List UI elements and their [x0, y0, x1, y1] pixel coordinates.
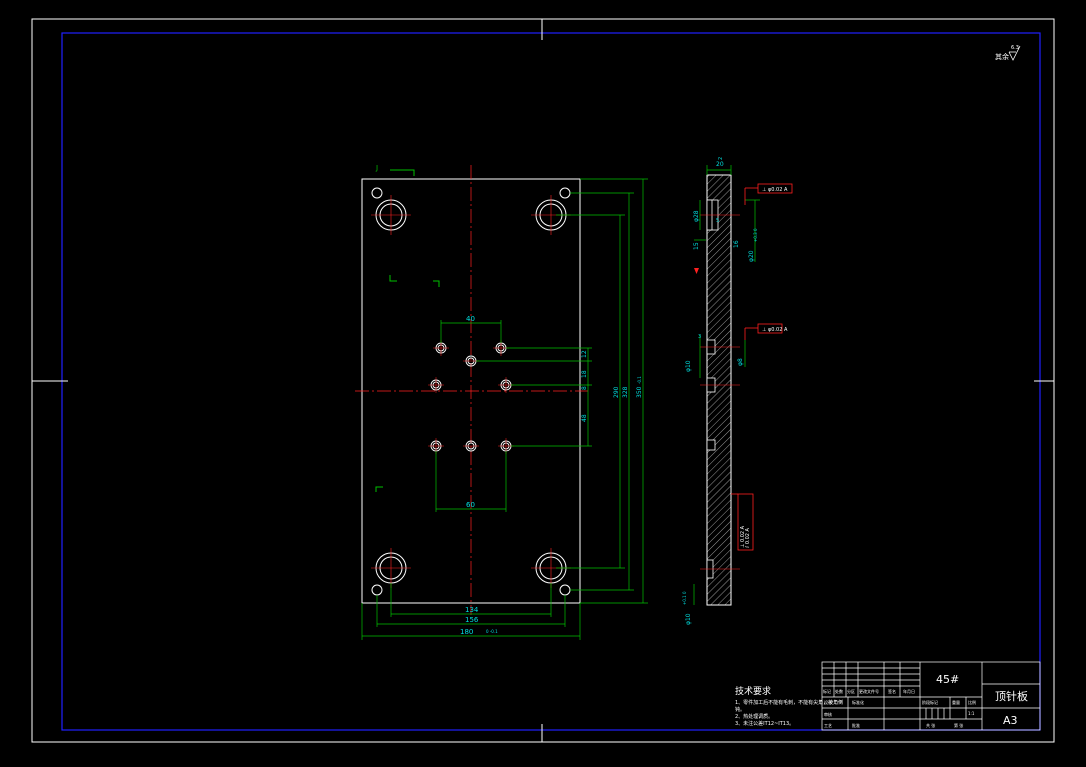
- svg-text:40: 40: [466, 315, 475, 323]
- svg-text:标准化: 标准化: [852, 699, 864, 705]
- material-text: 45#: [936, 673, 959, 686]
- svg-text:350: 350: [636, 386, 643, 398]
- svg-text:φ10: φ10: [685, 613, 692, 625]
- side-dimensions: [693, 165, 760, 605]
- svg-text:18: 18: [581, 370, 588, 378]
- front-view: J: [355, 164, 648, 640]
- svg-text:⊥ φ0.02 A: ⊥ φ0.02 A: [762, 187, 788, 193]
- side-view: ⊥ φ0.02 A ⊥ φ0.02 A ⫽ 0.02 A ⊥ 0.02 A 20…: [682, 157, 793, 625]
- svg-text:标记: 标记: [823, 688, 831, 694]
- svg-text:15: 15: [693, 242, 700, 250]
- svg-text:比例: 比例: [968, 699, 976, 705]
- svg-text:180: 180: [460, 628, 473, 636]
- svg-text:J: J: [375, 164, 378, 172]
- sheet-size: A3: [1003, 714, 1018, 727]
- svg-text:134: 134: [465, 606, 479, 614]
- tech-requirements-heading: 技术要求: [735, 685, 771, 697]
- svg-text:工艺: 工艺: [824, 723, 832, 728]
- gdt-frames: [731, 183, 793, 551]
- part-title: 顶针板: [995, 689, 1028, 703]
- svg-text:3、未注公差IT12~IT13。: 3、未注公差IT12~IT13。: [735, 720, 794, 727]
- svg-text:6.3: 6.3: [1011, 45, 1019, 51]
- svg-text:⫽ 0.02 A: ⫽ 0.02 A: [745, 527, 751, 549]
- svg-text:共 张: 共 张: [926, 722, 935, 728]
- svg-text:1:1: 1:1: [968, 711, 975, 716]
- svg-text:分区: 分区: [847, 688, 855, 694]
- svg-text:更改文件号: 更改文件号: [859, 688, 879, 694]
- svg-text:年月日: 年月日: [903, 688, 915, 694]
- svg-text:328: 328: [622, 386, 629, 398]
- svg-text:48: 48: [581, 414, 588, 422]
- svg-text:5: 5: [716, 218, 719, 224]
- svg-text:⊥ 0.02 A: ⊥ 0.02 A: [740, 525, 746, 548]
- svg-text:钝。: 钝。: [735, 706, 745, 713]
- svg-text:φ20: φ20: [748, 250, 755, 262]
- svg-text:1、零件加工后不能有毛刺，不能有尖角，棱角倒: 1、零件加工后不能有毛刺，不能有尖角，棱角倒: [735, 699, 843, 706]
- svg-text:8: 8: [581, 386, 588, 390]
- surface-finish-symbol: 其余 6.3: [995, 45, 1021, 61]
- svg-text:重量: 重量: [952, 699, 960, 705]
- svg-text:其余: 其余: [995, 52, 1009, 61]
- svg-text:2、热处理调质。: 2、热处理调质。: [735, 713, 773, 720]
- svg-text:0 -0.1: 0 -0.1: [486, 629, 498, 634]
- front-dimensions: [361, 178, 648, 640]
- svg-text:60: 60: [466, 501, 475, 509]
- svg-text:阶段标记: 阶段标记: [922, 699, 938, 705]
- svg-text:-0.1: -0.1: [637, 376, 642, 384]
- svg-text:16: 16: [733, 240, 740, 248]
- svg-text:设计: 设计: [824, 699, 832, 705]
- svg-text:12: 12: [581, 350, 588, 358]
- svg-text:第 张: 第 张: [954, 722, 963, 728]
- svg-text:+0.3 0: +0.3 0: [753, 228, 758, 242]
- svg-text:2: 2: [718, 157, 724, 160]
- svg-text:φ28: φ28: [693, 210, 700, 222]
- svg-text:290: 290: [613, 386, 620, 398]
- svg-text:3: 3: [698, 334, 701, 340]
- svg-text:φ8: φ8: [737, 358, 744, 366]
- svg-text:20: 20: [716, 161, 724, 168]
- svg-text:156: 156: [465, 616, 479, 624]
- sheet-frame: [31, 18, 1055, 743]
- title-block: 标记 处数 分区 更改文件号 签名 年月日 设计 标准化 阶段标记 重量 比例 …: [821, 661, 1041, 731]
- svg-text:批准: 批准: [852, 722, 860, 728]
- svg-text:审核: 审核: [824, 711, 832, 717]
- svg-text:签名: 签名: [888, 688, 896, 694]
- tech-requirements: 技术要求 1、零件加工后不能有毛刺，不能有尖角，棱角倒 钝。 2、热处理调质。 …: [735, 685, 843, 727]
- svg-text:处数: 处数: [835, 688, 843, 694]
- svg-text:⊥ φ0.02 A: ⊥ φ0.02 A: [762, 327, 788, 333]
- svg-text:+0.1 0: +0.1 0: [682, 591, 687, 605]
- svg-text:φ10: φ10: [685, 360, 692, 372]
